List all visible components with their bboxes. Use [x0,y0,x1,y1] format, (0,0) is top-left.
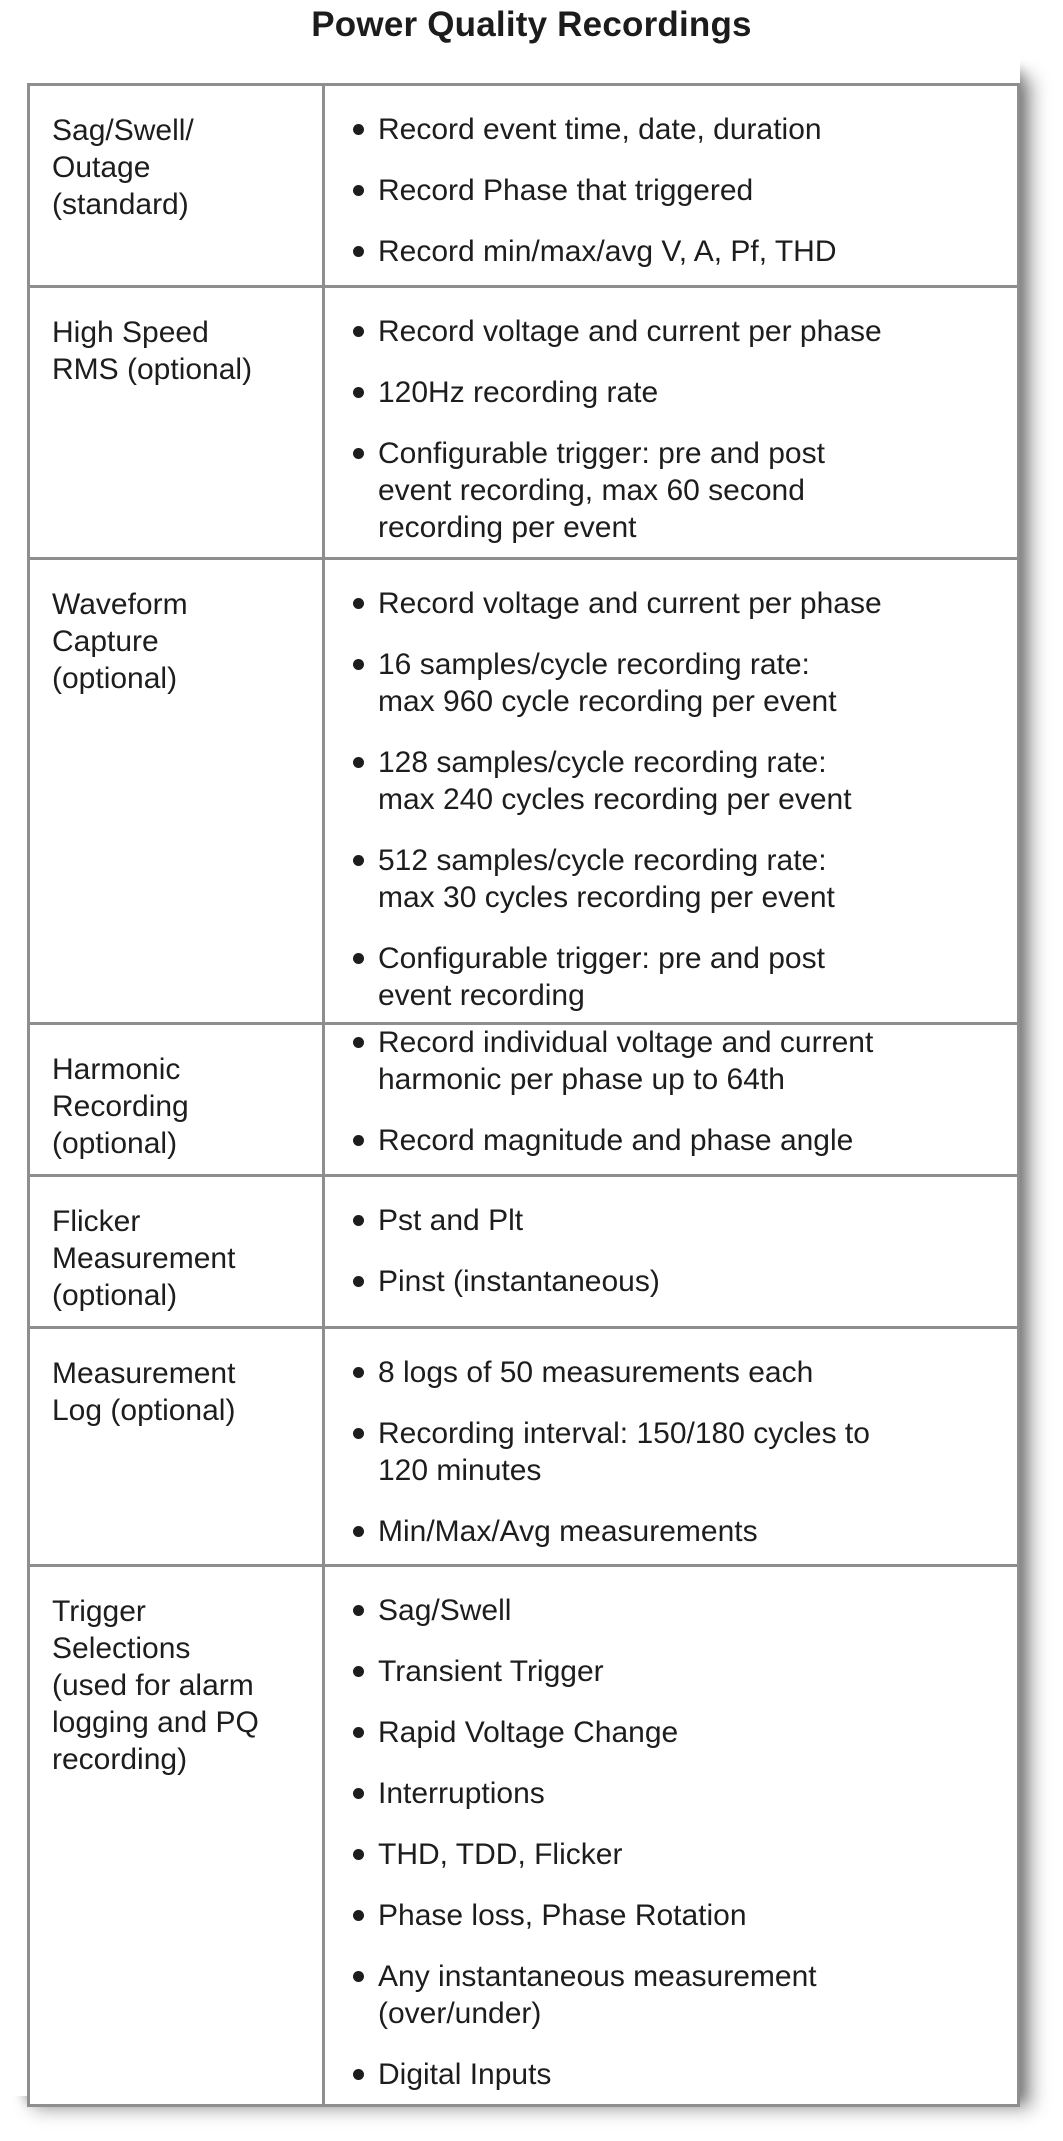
bullet-list: Record voltage and current per phase 120H… [352,313,1003,546]
table-row-harmonic-recording: Harmonic Recording (optional) Record ind… [27,1022,1020,1177]
bullet-list: Record individual voltage and current ha… [352,1024,1003,1159]
feature-cell: Measurement Log (optional) [27,1326,325,1567]
table-row-sag-swell-outage: Sag/Swell/ Outage (standard) Record even… [27,83,1020,288]
feature-cell: Sag/Swell/ Outage (standard) [27,83,325,288]
feature-label: Measurement Log (optional) [52,1357,236,1427]
feature-label: Waveform Capture (optional) [52,588,188,695]
table-row-trigger-selections: Trigger Selections (used for alarm loggi… [27,1564,1020,2107]
power-quality-recordings-table: Sag/Swell/ Outage (standard) Record even… [27,83,1020,2107]
feature-cell: High Speed RMS (optional) [27,285,325,560]
feature-cell: Waveform Capture (optional) [27,557,325,1025]
bullet-item: Sag/Swell [352,1592,1003,1629]
bullet-list: Record voltage and current per phase 16 s… [352,585,1003,1014]
feature-label: Trigger Selections (used for alarm loggi… [52,1595,259,1776]
feature-label: High Speed RMS (optional) [52,316,253,386]
table-row-high-speed-rms: High Speed RMS (optional) Record voltage… [27,285,1020,560]
feature-cell: Trigger Selections (used for alarm loggi… [27,1564,325,2107]
table-row-waveform-capture: Waveform Capture (optional) Record volta… [27,557,1020,1025]
feature-label: Flicker Measurement (optional) [52,1205,236,1312]
bullet-item: Digital Inputs [352,2056,1003,2093]
bullet-item: Record individual voltage and current ha… [352,1024,1003,1098]
feature-cell: Flicker Measurement (optional) [27,1174,325,1329]
bullet-item: Rapid Voltage Change [352,1714,1003,1751]
bullet-item: Transient Trigger [352,1653,1003,1690]
bullet-item: 512 samples/cycle recording rate: max 30… [352,842,1003,916]
bullet-item: Record voltage and current per phase [352,585,1003,622]
bullet-item: Pinst (instantaneous) [352,1263,1003,1300]
feature-cell: Harmonic Recording (optional) [27,1022,325,1177]
bullet-item: Pst and Plt [352,1202,1003,1239]
details-cell: Record voltage and current per phase 120H… [322,285,1020,560]
bullet-item: 128 samples/cycle recording rate: max 24… [352,744,1003,818]
bullet-item: Record event time, date, duration [352,111,1003,148]
bullet-item: THD, TDD, Flicker [352,1836,1003,1873]
bullet-item: Any instantaneous measurement (over/unde… [352,1958,1003,2032]
bullet-item: 16 samples/cycle recording rate: max 960… [352,646,1003,720]
bullet-item: Min/Max/Avg measurements [352,1513,1003,1550]
bullet-item: Configurable trigger: pre and post event… [352,435,1003,546]
table-row-measurement-log: Measurement Log (optional) 8 logs of 50 … [27,1326,1020,1567]
bullet-item: Recording interval: 150/180 cycles to 12… [352,1415,1003,1489]
page-title: Power Quality Recordings [311,5,752,44]
bullet-item: Interruptions [352,1775,1003,1812]
table-row-flicker-measurement: Flicker Measurement (optional) Pst and P… [27,1174,1020,1329]
details-cell: Record individual voltage and current ha… [322,1022,1020,1177]
feature-label: Sag/Swell/ Outage (standard) [52,114,194,221]
bullet-item: Record magnitude and phase angle [352,1122,1003,1159]
details-cell: Record voltage and current per phase 16 s… [322,557,1020,1025]
feature-label: Harmonic Recording (optional) [52,1053,189,1160]
bullet-item: 120Hz recording rate [352,374,1003,411]
bullet-item: Configurable trigger: pre and post event… [352,940,1003,1014]
document-sheet: Sag/Swell/ Outage (standard) Record even… [12,56,1020,2107]
bullet-item: Record voltage and current per phase [352,313,1003,350]
bullet-item: Record min/max/avg V, A, Pf, THD [352,233,1003,270]
bullet-item: 8 logs of 50 measurements each [352,1354,1003,1391]
bullet-item: Phase loss, Phase Rotation [352,1897,1003,1934]
bullet-item: Record Phase that triggered [352,172,1003,209]
